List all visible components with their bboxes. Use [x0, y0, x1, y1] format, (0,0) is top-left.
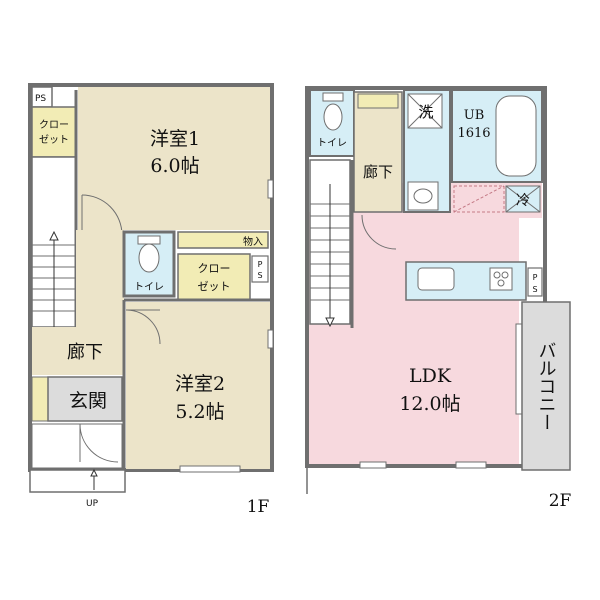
ps-1f-mid-p: P	[258, 260, 263, 269]
entrance-label: 玄関	[69, 390, 107, 412]
up-label: UP	[86, 499, 99, 509]
hallway-2f	[353, 91, 403, 213]
ub-label-1: UB	[464, 108, 485, 123]
closet-2-label-2: ゼット	[198, 280, 231, 293]
window-2f-1	[359, 461, 387, 469]
entrance-door	[79, 423, 119, 463]
ub-label-2: 1616	[457, 126, 490, 141]
entry-steps	[29, 469, 126, 493]
room-2-size: 5.2帖	[175, 401, 224, 423]
floor-1f: PS クロー ゼット 洋室1 6.0帖 廊下	[28, 83, 274, 517]
storage-2f	[357, 93, 399, 109]
closet-1-label-2: ゼット	[39, 134, 69, 146]
entrance	[47, 376, 123, 422]
window-1f-1	[267, 179, 274, 199]
floor-1f-label: 1F	[247, 497, 270, 517]
wash-basin	[407, 181, 439, 211]
storage-1f-label: 物入	[243, 235, 263, 248]
kitchen-sink	[417, 267, 455, 291]
floor-2f-label: 2F	[549, 491, 572, 511]
hallway-1f	[32, 327, 124, 375]
ps-1f-mid	[251, 255, 269, 283]
closet-1-label-1: クロー	[39, 119, 69, 131]
balcony	[521, 301, 571, 471]
hallway-1f-label: 廊下	[67, 342, 103, 363]
window-2f-2	[455, 461, 487, 469]
wash-label: 洗	[418, 103, 433, 121]
storage-1f	[177, 231, 269, 249]
toilet-tank-2f	[322, 92, 344, 102]
room-2-door	[125, 309, 161, 345]
ps-2f-p: P	[533, 273, 538, 282]
closet-2	[177, 253, 251, 301]
toilet-bowl-2f	[323, 103, 343, 131]
ps-1f-top-label: PS	[35, 94, 46, 104]
toilet-tank-1f	[137, 235, 161, 245]
room-1-size: 6.0帖	[150, 155, 199, 177]
bathtub	[495, 95, 537, 177]
balcony-label: バルコニー	[536, 341, 557, 431]
balcony-door	[515, 323, 523, 415]
window-1f-3	[179, 465, 241, 473]
toilet-2f-label: トイレ	[317, 138, 347, 149]
hallway-2f-door	[361, 214, 397, 250]
ps-1f-mid-s: S	[257, 271, 262, 280]
window-1f-2	[267, 329, 274, 349]
room-2	[126, 302, 270, 469]
hallway-2f-label: 廊下	[363, 163, 393, 181]
fridge-label: 冷	[516, 193, 530, 209]
room-1-door	[81, 194, 123, 236]
ps-2f	[527, 267, 543, 297]
stove	[489, 267, 513, 291]
ps-2f-s: S	[532, 285, 537, 294]
toilet-bowl-1f	[138, 243, 160, 273]
toilet-1f-label: トイレ	[134, 282, 164, 293]
room-2-name: 洋室2	[175, 373, 225, 395]
floor-2f: LDK 12.0帖 トイレ 廊下	[305, 86, 572, 511]
closet-1	[31, 106, 77, 158]
shoe-cabinet	[31, 376, 49, 422]
room-1-name: 洋室1	[150, 128, 200, 150]
ldk-name: LDK	[409, 365, 452, 387]
ldk-size: 12.0帖	[399, 393, 460, 415]
closet-2-label-1: クロー	[198, 262, 231, 275]
